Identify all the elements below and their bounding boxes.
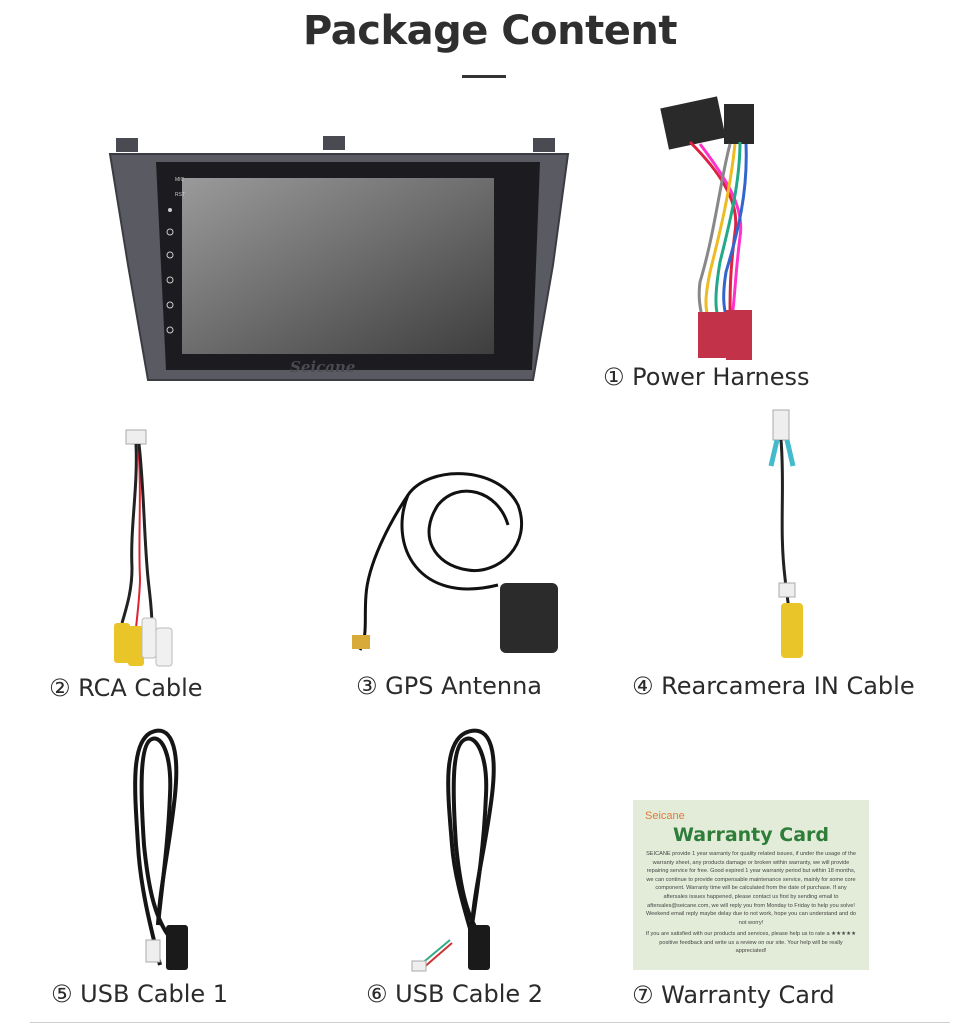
warranty-card-title: Warranty Card [672, 824, 829, 846]
rearcamera-cable-image [768, 409, 803, 658]
page-title: Package Content [303, 8, 677, 54]
title-underline [462, 75, 506, 78]
head-unit-image [108, 136, 570, 381]
item-label-gps-antenna: ③ GPS Antenna [356, 672, 543, 700]
item-label-power-harness: ① Power Harness [603, 363, 810, 391]
item-label-warranty-card: ⑦ Warranty Card [632, 981, 835, 1009]
head-unit-brand: Seicane [290, 358, 356, 376]
item-label-rearcamera-cable: ④ Rearcamera IN Cable [632, 672, 915, 700]
usb-cable-2-image [411, 728, 496, 972]
item-label-usb-cable-1: ⑤ USB Cable 1 [51, 980, 229, 1008]
gps-antenna-image [352, 472, 558, 653]
warranty-card-body: SEICANE provide 1 year warranty for qual… [645, 851, 857, 926]
usb-cable-1-image [133, 728, 188, 970]
item-label-usb-cable-2: ⑥ USB Cable 2 [366, 980, 544, 1008]
rca-cable-image [114, 429, 173, 667]
head-unit-button-label: RST [175, 192, 185, 198]
power-harness-image [660, 96, 754, 360]
warranty-card-brand: Seicane [645, 810, 685, 822]
item-label-rca-cable: ② RCA Cable [49, 674, 203, 702]
head-unit-button-label: MIC [175, 177, 185, 183]
bottom-divider [30, 1022, 950, 1023]
warranty-card-footer: If you are satisfied with our products a… [645, 931, 857, 955]
warranty-card-image: Seicane Warranty Card SEICANE provide 1 … [633, 800, 869, 970]
